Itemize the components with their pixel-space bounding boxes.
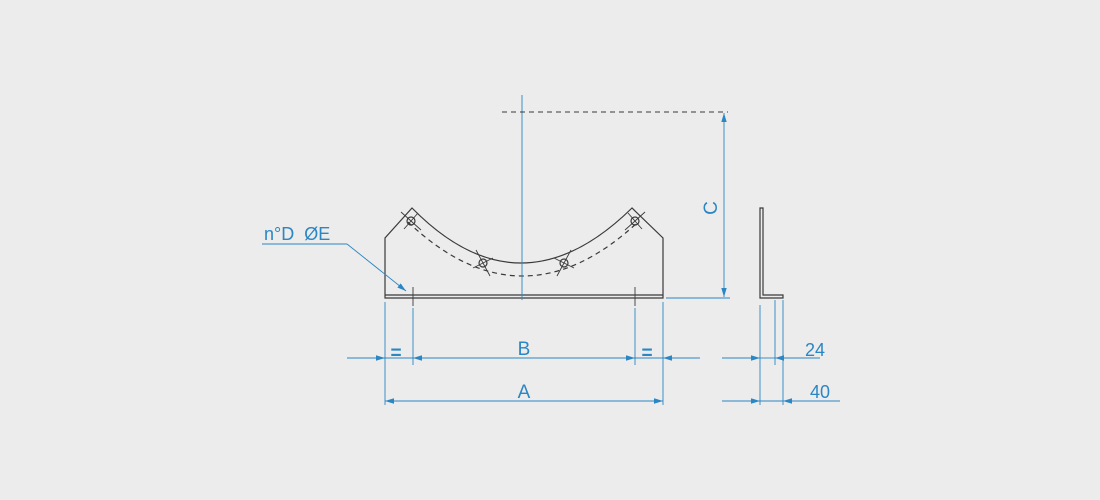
bracket-side-view [759,207,784,299]
dim-C-label: C [701,201,722,215]
bracket-front-view [384,207,664,306]
dim-24-label: 24 [805,340,825,360]
bolt-hole [472,249,494,277]
bolt-circle-dashed [407,221,639,277]
bracket-outline [384,207,664,299]
hole-callout-label: n°D ØE [264,224,330,244]
dim-40-label: 40 [810,382,830,402]
dim-equal-right-label: = [641,343,652,364]
bolt-hole [400,211,422,231]
dimension-lines [262,113,840,405]
hole-callout-leader [346,243,407,292]
bolt-hole [553,249,575,277]
dim-equal-left-label: = [390,343,401,364]
bolt-hole [624,211,646,231]
dim-A-label: A [518,382,531,403]
dim-B-label: B [518,339,531,360]
